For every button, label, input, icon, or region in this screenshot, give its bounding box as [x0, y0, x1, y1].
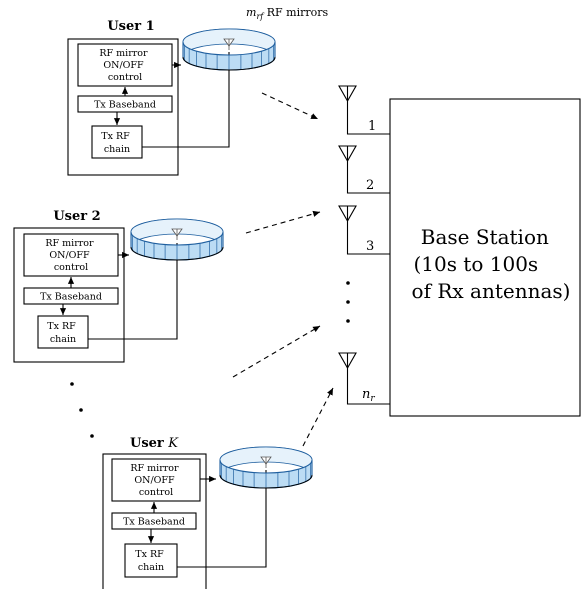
- user-1-title: User 1: [107, 19, 154, 34]
- user-1-mirror-control-box: [77, 43, 173, 87]
- user-2-mirror-control-box: [23, 233, 119, 277]
- rf-mirror-ring-user-k: [219, 446, 313, 489]
- user-k-rf-chain-label: Tx RF chain: [135, 549, 167, 573]
- user-k-baseband-label: Tx Baseband: [123, 517, 185, 528]
- rf-mirror-ring-user-1: [182, 28, 276, 71]
- user-k-rf-chain-box: [124, 543, 178, 578]
- user-1: User 1 RF mirror ON/OFF control Tx Baseb…: [67, 19, 230, 176]
- rf-mirrors-label: mrf RF mirrors: [246, 6, 328, 21]
- user-1-rf-chain-label: Tx RF chain: [101, 131, 133, 155]
- rx-antenna-nr: nr: [338, 352, 390, 405]
- user-k-mirror-control-label: RF mirror ON/OFF control: [130, 463, 181, 498]
- rx-antenna-1-label: 1: [368, 119, 376, 134]
- base-station-label: Base Station (10s to 100s of Rx antennas…: [412, 225, 571, 303]
- user-k-mirror-control-box: [111, 458, 201, 502]
- user-2-baseband-label: Tx Baseband: [40, 292, 102, 303]
- user-2-rf-chain-box: [37, 315, 89, 349]
- rx-antenna-1: 1: [338, 85, 390, 135]
- user-1-rf-chain-box: [91, 125, 143, 159]
- rx-antenna-nr-label: nr: [362, 387, 375, 404]
- antennas-ellipsis: [346, 281, 350, 323]
- user-1-mirror-control-label: RF mirror ON/OFF control: [99, 48, 150, 83]
- users-ellipsis: [70, 382, 94, 438]
- user-2-title: User 2: [53, 209, 100, 224]
- user-k: User K RF mirror ON/OFF control Tx Baseb…: [102, 436, 267, 589]
- base-station-box: [389, 98, 581, 417]
- rx-antenna-3: 3: [338, 205, 390, 255]
- base-station: Base Station (10s to 100s of Rx antennas…: [389, 98, 581, 417]
- rx-antenna-2-label: 2: [366, 178, 374, 193]
- user-1-baseband-label: Tx Baseband: [94, 100, 156, 111]
- user-k-title: User K: [130, 436, 179, 451]
- user-2-mirror-control-label: RF mirror ON/OFF control: [45, 238, 96, 273]
- rx-antenna-3-label: 3: [366, 239, 374, 254]
- rx-antenna-2: 2: [338, 145, 390, 194]
- transmission-arrows: [232, 92, 334, 447]
- user-2-rf-chain-label: Tx RF chain: [47, 321, 79, 345]
- user-2: User 2 RF mirror ON/OFF control Tx Baseb…: [13, 209, 178, 363]
- rf-mirror-ring-user-2: [130, 218, 224, 261]
